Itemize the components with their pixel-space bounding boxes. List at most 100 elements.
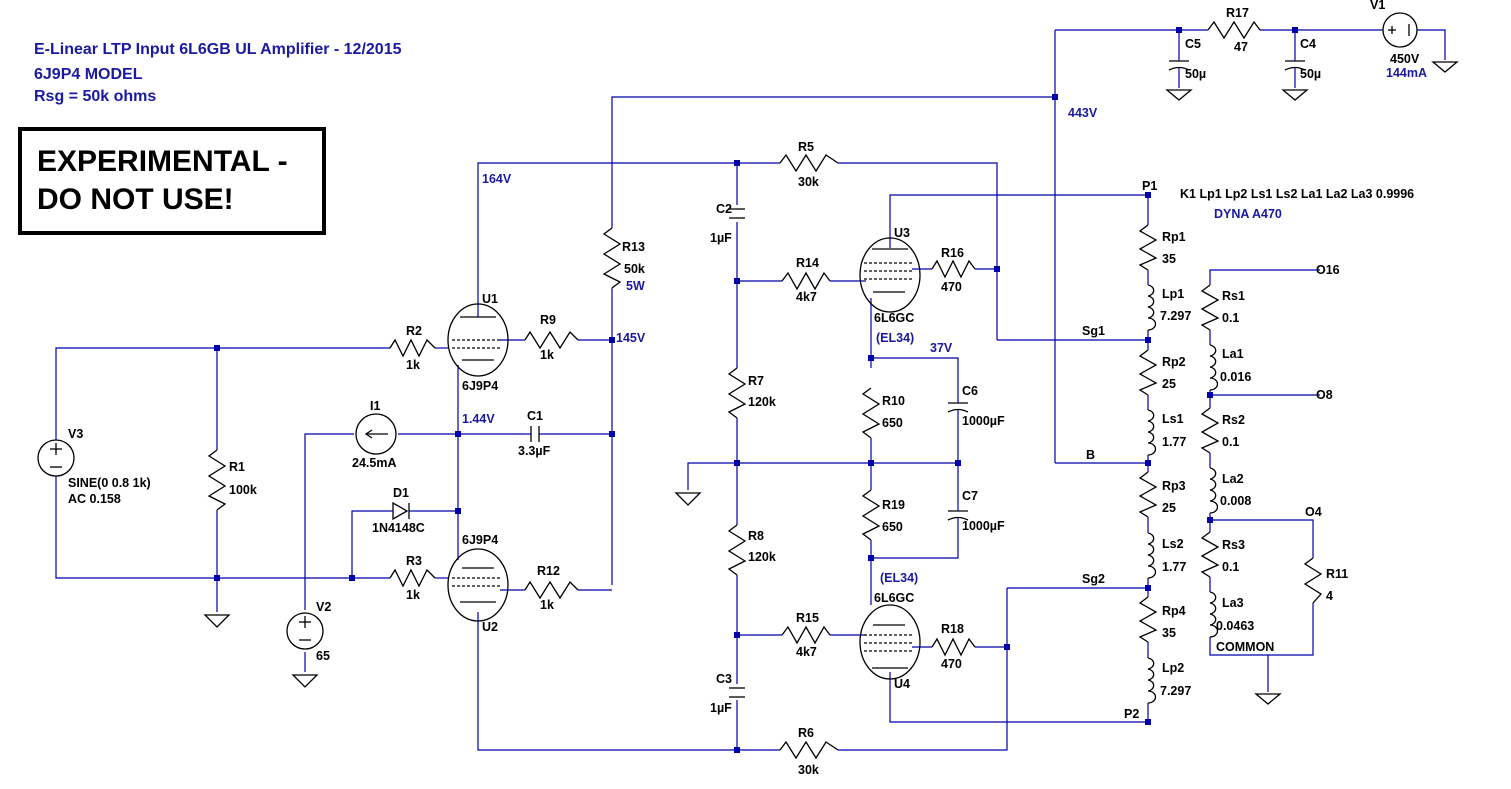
u1-value: 6J9P4 xyxy=(462,379,498,393)
warning-line-1: EXPERIMENTAL - xyxy=(37,145,288,178)
r18-name: R18 xyxy=(941,622,964,636)
v2-value: 65 xyxy=(316,649,330,663)
tube-u3 xyxy=(859,237,921,313)
node-voltage-443: 443V xyxy=(1068,106,1098,120)
r5-name: R5 xyxy=(798,140,814,154)
wires xyxy=(55,29,1446,751)
u3-value: 6L6GC xyxy=(874,311,914,325)
r17-value: 47 xyxy=(1234,40,1248,54)
rp1-name: Rp1 xyxy=(1162,230,1186,244)
rp4-value: 35 xyxy=(1162,626,1176,640)
r16-value: 470 xyxy=(941,280,962,294)
u4-alt: (EL34) xyxy=(880,571,918,585)
rp2-symbol xyxy=(1138,349,1158,396)
node-voltage-164: 164V xyxy=(482,172,512,186)
c3-value: 1µF xyxy=(710,701,732,715)
ground-icon xyxy=(1254,693,1282,705)
lp2-symbol xyxy=(1147,657,1157,704)
ls2-symbol xyxy=(1147,532,1157,579)
c1-name: C1 xyxy=(527,409,543,423)
grounds xyxy=(203,61,1459,705)
r9-name: R9 xyxy=(540,313,556,327)
r2-symbol xyxy=(389,338,436,358)
v1-value: 450V xyxy=(1390,52,1420,66)
u4-name: U4 xyxy=(894,677,910,691)
net-label-o16: O16 xyxy=(1316,263,1340,277)
spice-directive: K1 Lp1 Lp2 Ls1 Ls2 La1 La2 La3 0.9996 xyxy=(1180,187,1414,201)
i1-symbol xyxy=(355,413,397,455)
net-label-common: COMMON xyxy=(1216,640,1274,654)
lp2-value: 7.297 xyxy=(1160,684,1191,698)
v3-value-2: AC 0.158 xyxy=(68,492,121,506)
v1-current: 144mA xyxy=(1386,66,1427,80)
ground-icon xyxy=(203,614,231,628)
rs2-name: Rs2 xyxy=(1222,413,1245,427)
rs1-symbol xyxy=(1200,284,1220,331)
r9-symbol xyxy=(524,330,579,350)
c2-value: 1µF xyxy=(710,231,732,245)
r2-value: 1k xyxy=(406,358,420,372)
la2-value: 0.008 xyxy=(1220,494,1251,508)
c2-name: C2 xyxy=(716,202,732,216)
c6-name: C6 xyxy=(962,384,978,398)
c1-symbol xyxy=(525,426,545,442)
c1-value: 3.3µF xyxy=(518,444,551,458)
d1-symbol xyxy=(390,501,416,521)
rs2-value: 0.1 xyxy=(1222,435,1239,449)
v3-name: V3 xyxy=(68,427,83,441)
c6-symbol xyxy=(947,392,969,420)
component-labels: V1 450V 144mA R17 47 C5 50µ C4 50µ V3 SI… xyxy=(68,0,1427,777)
c6-value: 1000µF xyxy=(962,414,1005,428)
rp1-value: 35 xyxy=(1162,252,1176,266)
v2-name: V2 xyxy=(316,600,331,614)
rp3-symbol xyxy=(1138,471,1158,518)
rp3-value: 25 xyxy=(1162,501,1176,515)
r1-symbol xyxy=(207,449,227,511)
title-line-1: E-Linear LTP Input 6L6GB UL Amplifier - … xyxy=(34,41,402,58)
c7-value: 1000µF xyxy=(962,519,1005,533)
r17-name: R17 xyxy=(1226,6,1249,20)
tube-u4 xyxy=(859,604,921,680)
rp2-value: 25 xyxy=(1162,377,1176,391)
r13-value: 50k xyxy=(624,262,645,276)
i1-name: I1 xyxy=(370,399,380,413)
r14-value: 4k7 xyxy=(796,290,817,304)
c5-symbol xyxy=(1168,48,1190,78)
r19-symbol xyxy=(861,489,881,541)
ground-icon xyxy=(1281,89,1309,101)
la3-symbol xyxy=(1209,591,1219,638)
la1-symbol xyxy=(1209,344,1219,391)
c4-value: 50µ xyxy=(1300,67,1321,81)
node-voltage-37: 37V xyxy=(930,341,953,355)
la1-name: La1 xyxy=(1222,347,1244,361)
c3-symbol xyxy=(729,687,745,698)
node-voltage-1-44: 1.44V xyxy=(462,412,495,426)
r13-name: R13 xyxy=(622,240,645,254)
r10-symbol xyxy=(861,387,881,439)
ground-icon xyxy=(1165,89,1193,101)
r1-value: 100k xyxy=(229,483,257,497)
la3-name: La3 xyxy=(1222,596,1244,610)
u2-name: U2 xyxy=(482,620,498,634)
u3-alt: (EL34) xyxy=(876,331,914,345)
r14-symbol xyxy=(781,271,831,291)
capacitors xyxy=(525,48,1306,698)
title-line-2: 6J9P4 MODEL xyxy=(34,66,143,83)
r13-power: 5W xyxy=(626,279,645,293)
rs1-value: 0.1 xyxy=(1222,311,1239,325)
i1-value: 24.5mA xyxy=(352,456,396,470)
v2-symbol xyxy=(286,612,324,650)
resistors xyxy=(207,20,1323,760)
lp1-symbol xyxy=(1147,284,1157,331)
r13-symbol xyxy=(602,227,622,289)
r17-symbol xyxy=(1207,20,1261,40)
rp4-name: Rp4 xyxy=(1162,604,1186,618)
inductors xyxy=(1147,284,1219,704)
r3-symbol xyxy=(389,568,436,588)
c7-name: C7 xyxy=(962,489,978,503)
r6-symbol xyxy=(779,740,839,760)
r6-value: 30k xyxy=(798,763,819,777)
c7-symbol xyxy=(947,500,969,528)
junction-dots xyxy=(214,27,1298,753)
la2-name: La2 xyxy=(1222,472,1244,486)
